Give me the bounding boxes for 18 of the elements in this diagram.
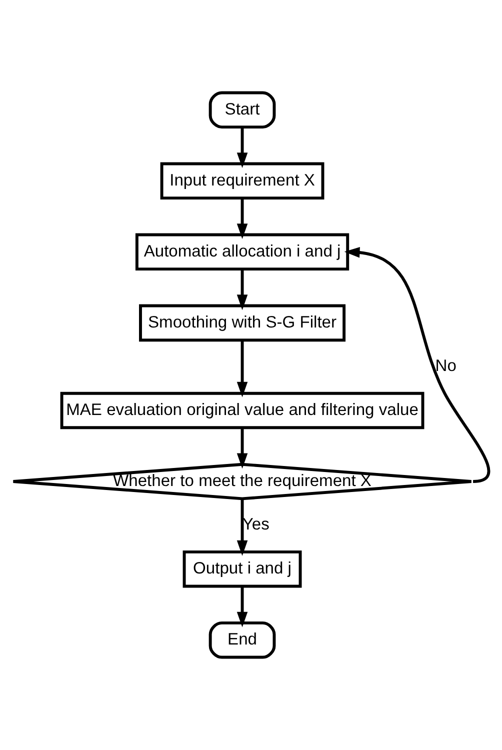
arrow (236, 127, 248, 168)
arrow (344, 247, 490, 483)
node-box: MAE evaluation original value and filtering value (60, 392, 424, 430)
node-box: Start (208, 91, 276, 129)
edge-label: No (435, 356, 456, 376)
node-box: Output i and j (182, 550, 302, 588)
arrow (236, 428, 248, 469)
arrow (236, 269, 248, 310)
node-box: End (208, 621, 276, 659)
node-box: Smoothing with S-G Filter (139, 304, 346, 342)
edge-label: Yes (242, 514, 270, 534)
node-box: Input requirement X (160, 162, 324, 200)
arrow (236, 586, 248, 628)
arrow (236, 198, 248, 240)
arrow (236, 340, 248, 398)
arrow (236, 498, 248, 556)
node-box: Automatic allocation i and j (135, 233, 350, 271)
node-diamond: Whether to meet the requirement X (12, 462, 473, 500)
